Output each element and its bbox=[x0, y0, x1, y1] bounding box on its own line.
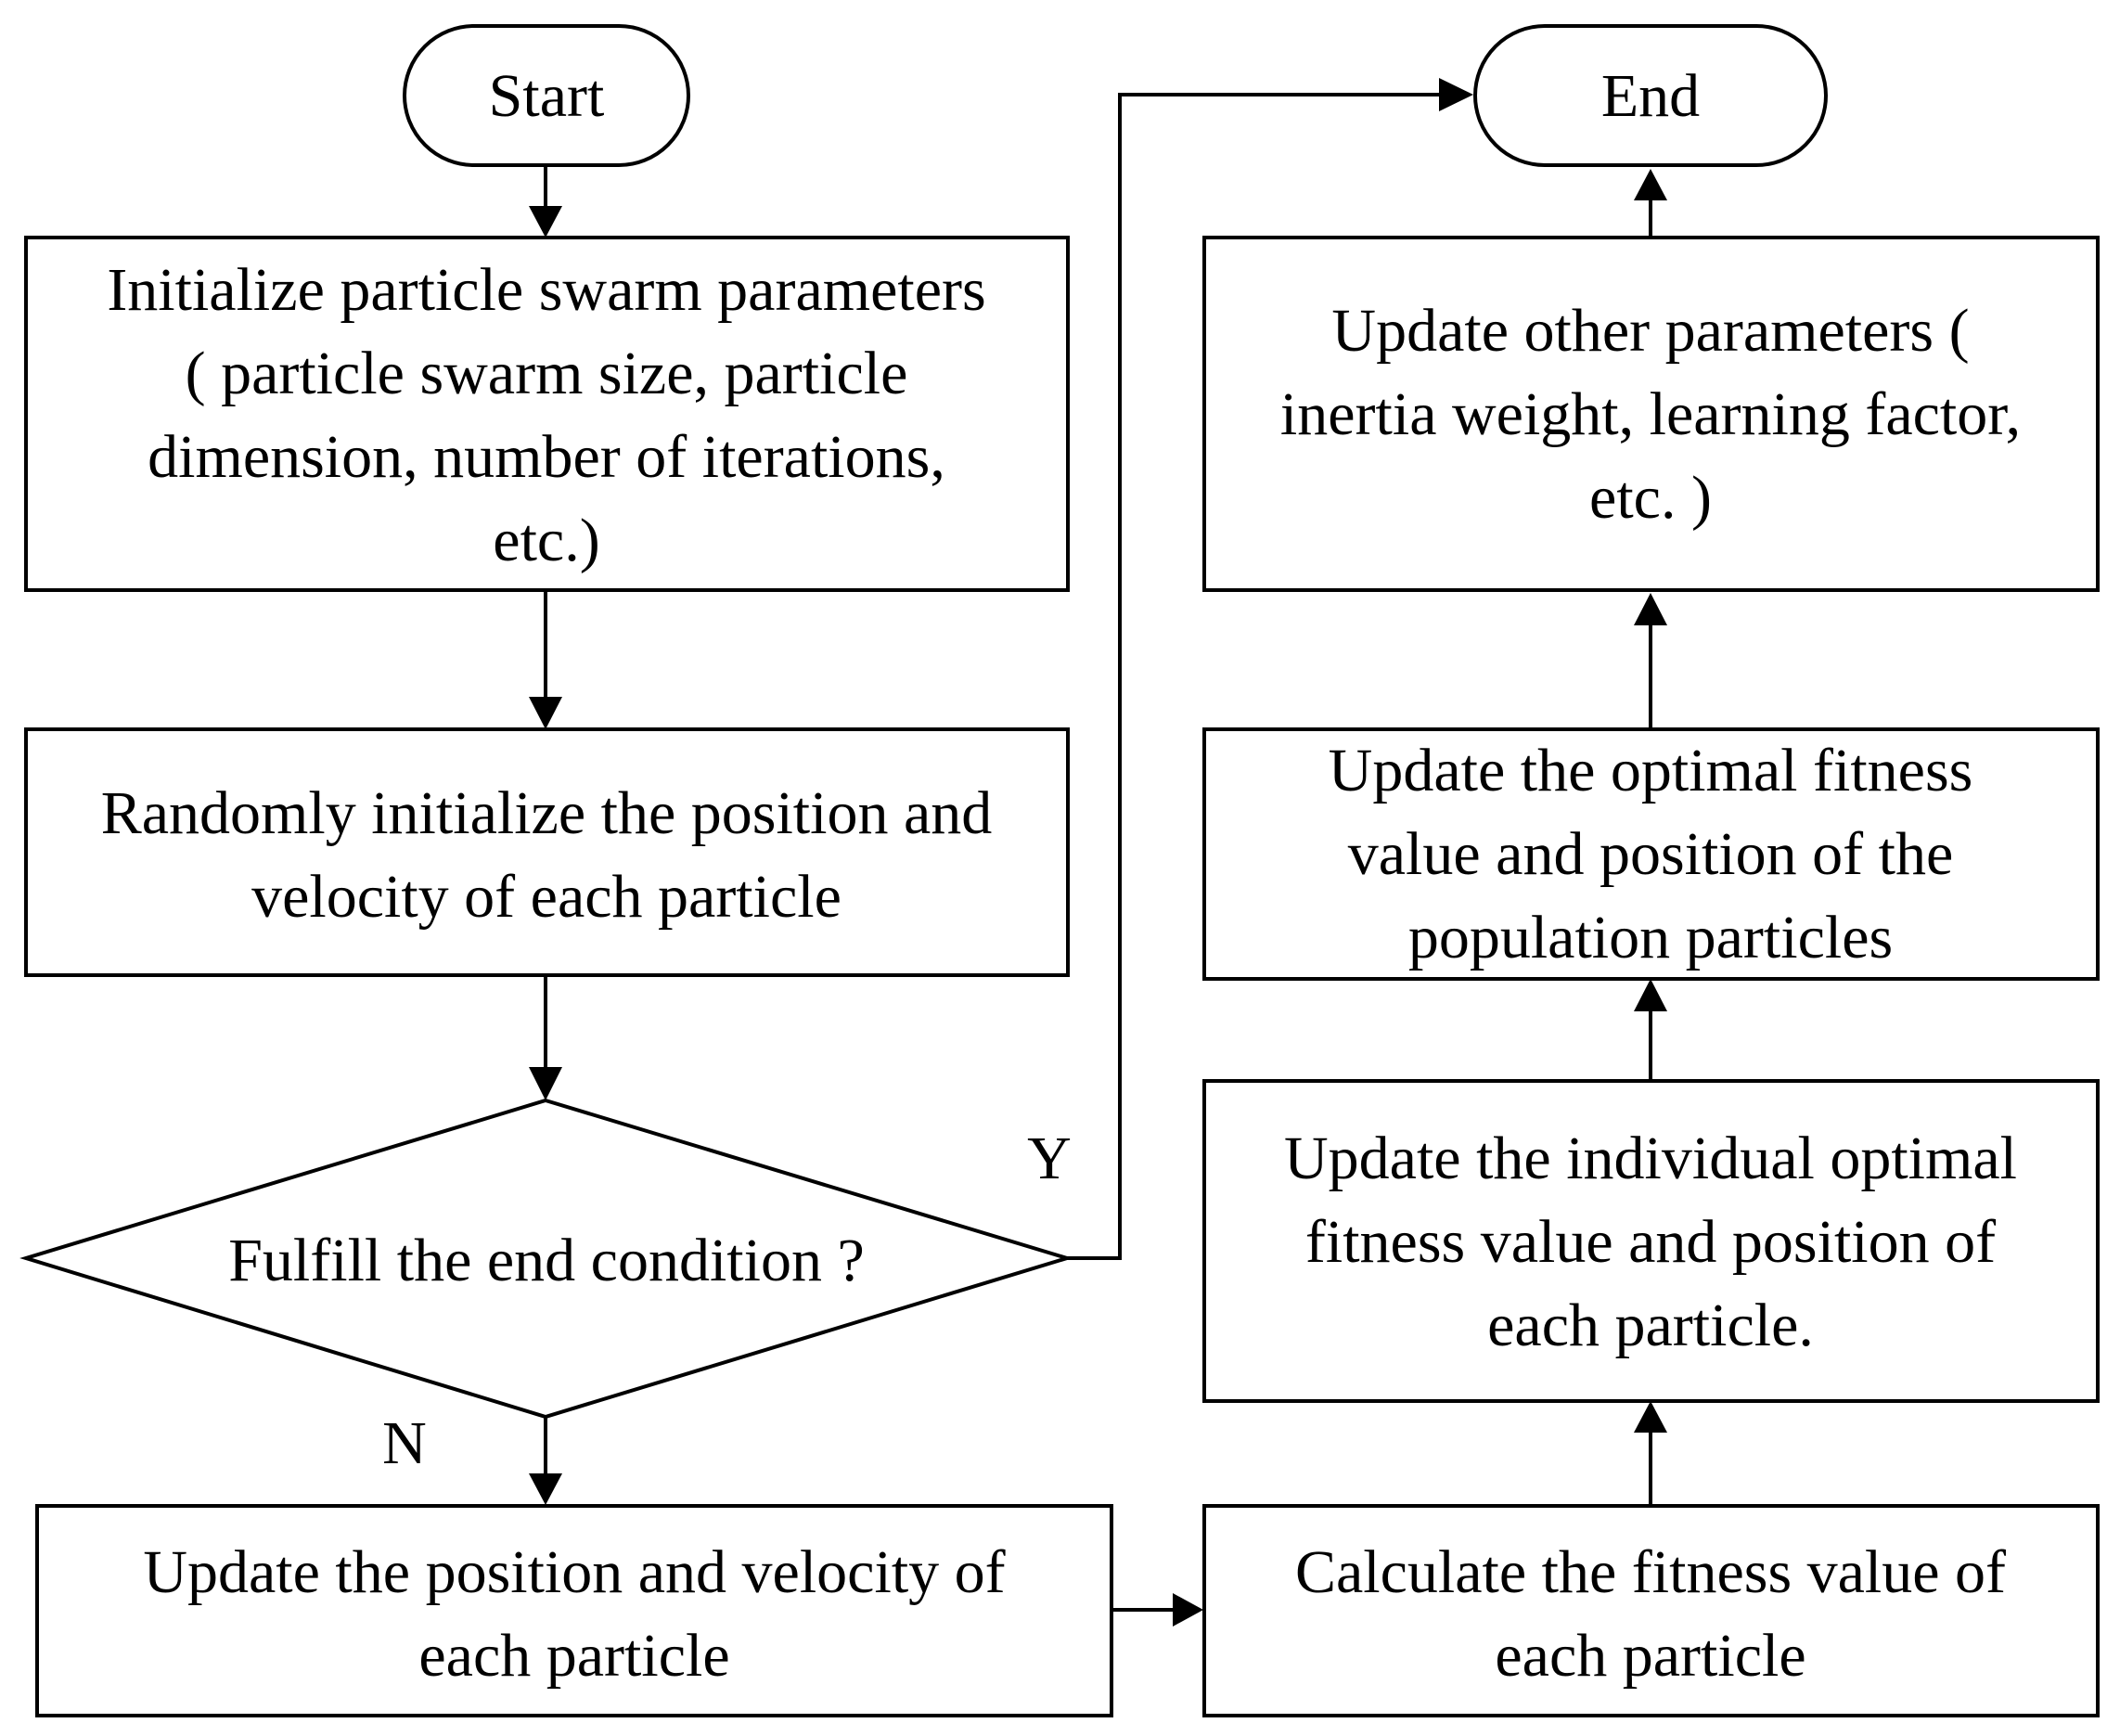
init-params-line-4: etc.) bbox=[493, 507, 599, 574]
node-init-params: Initialize particle swarm parameters ( p… bbox=[24, 236, 1070, 592]
start-shape bbox=[403, 24, 690, 167]
end-condition-label: Fulfill the end condition ? bbox=[228, 1227, 865, 1294]
update-pos-vel-shape bbox=[35, 1504, 1113, 1717]
arrowhead-decision-no bbox=[529, 1473, 562, 1505]
calc-fitness-shape bbox=[1202, 1504, 2100, 1717]
update-pos-vel-line-2: each particle bbox=[418, 1622, 729, 1690]
arrowhead-start-to-init bbox=[529, 206, 562, 238]
update-other-line-2: inertia weight, learning factor, bbox=[1280, 380, 2021, 448]
update-individual-line-3: each particle. bbox=[1487, 1292, 1814, 1359]
node-update-other: Update other parameters ( inertia weight… bbox=[1202, 236, 2100, 592]
edges bbox=[529, 78, 1667, 1627]
edge-decision-yes bbox=[1067, 93, 1443, 1260]
node-start: Start bbox=[403, 24, 690, 167]
calc-fitness-line-1: Calculate the fitness value of bbox=[1295, 1538, 2006, 1606]
update-population-line-1: Update the optimal fitness bbox=[1329, 737, 1973, 804]
node-end: End bbox=[1473, 24, 1828, 167]
arrowhead-update-to-calc bbox=[1173, 1593, 1203, 1627]
update-population-line-3: population particles bbox=[1408, 904, 1893, 971]
init-params-shape bbox=[24, 236, 1070, 592]
arrowhead-random-to-decision bbox=[529, 1067, 562, 1100]
edge-label-no: N bbox=[382, 1409, 427, 1477]
update-individual-line-1: Update the individual optimal bbox=[1284, 1125, 2017, 1192]
arrowhead-population-to-other bbox=[1634, 593, 1667, 625]
edge-label-yes: Y bbox=[1027, 1125, 1072, 1192]
random-init-shape bbox=[24, 727, 1070, 977]
update-other-line-1: Update other parameters ( bbox=[1331, 297, 1969, 365]
update-other-line-3: etc. ) bbox=[1589, 464, 1712, 532]
end-condition-shape bbox=[19, 1098, 1073, 1420]
arrowhead-individual-to-population bbox=[1634, 979, 1667, 1011]
arrowhead-other-to-end bbox=[1634, 169, 1667, 200]
init-params-line-3: dimension, number of iterations, bbox=[148, 423, 945, 491]
update-individual-shape bbox=[1202, 1079, 2100, 1403]
node-calc-fitness: Calculate the fitness value of each part… bbox=[1202, 1504, 2100, 1717]
update-population-shape bbox=[1202, 727, 2100, 981]
init-params-line-1: Initialize particle swarm parameters bbox=[107, 256, 985, 324]
start-label: Start bbox=[489, 62, 605, 130]
update-pos-vel-line-1: Update the position and velocity of bbox=[143, 1538, 1005, 1606]
end-label: End bbox=[1601, 62, 1700, 130]
update-population-line-2: value and position of the bbox=[1348, 820, 1954, 888]
arrowhead-decision-yes bbox=[1439, 78, 1473, 111]
node-update-pos-vel: Update the position and velocity of each… bbox=[35, 1504, 1113, 1717]
update-other-shape bbox=[1202, 236, 2100, 592]
random-init-line-2: velocity of each particle bbox=[251, 863, 842, 931]
end-shape bbox=[1473, 24, 1828, 167]
calc-fitness-line-2: each particle bbox=[1495, 1622, 1805, 1690]
random-init-line-1: Randomly initialize the position and bbox=[101, 779, 993, 847]
arrowhead-calc-to-individual bbox=[1634, 1401, 1667, 1433]
node-update-population: Update the optimal fitness value and pos… bbox=[1202, 727, 2100, 981]
init-params-line-2: ( particle swarm size, particle bbox=[186, 340, 908, 407]
update-individual-line-2: fitness value and position of bbox=[1305, 1208, 1996, 1276]
node-end-condition: Fulfill the end condition ? bbox=[19, 1098, 1073, 1420]
arrowhead-init-to-random bbox=[529, 697, 562, 729]
node-random-init: Randomly initialize the position and vel… bbox=[24, 727, 1070, 977]
node-update-individual: Update the individual optimal fitness va… bbox=[1202, 1079, 2100, 1403]
